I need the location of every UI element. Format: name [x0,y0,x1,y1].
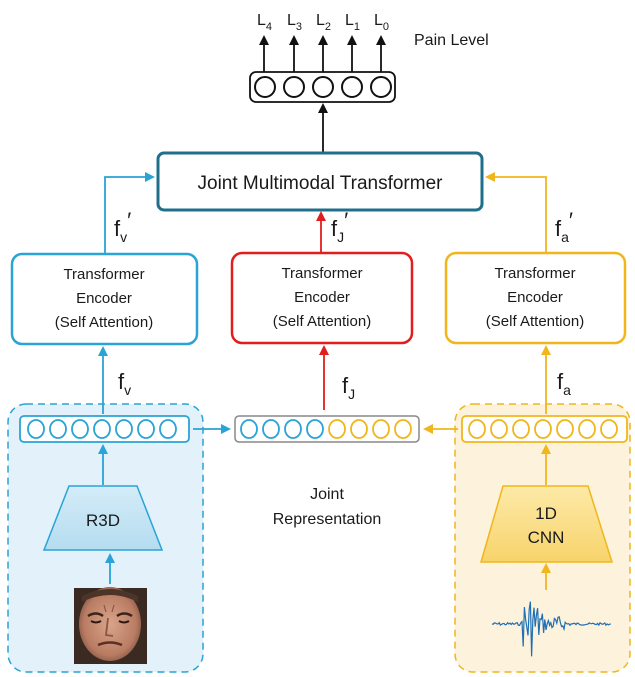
joint-encoder-line-2: Encoder [294,289,350,306]
video-feature-label: fv [118,369,131,398]
joint-transformer-label: Joint Multimodal Transformer [198,173,444,194]
feature-node [328,419,346,439]
output-level-labels: L4 L3 L2 L1 L0 [257,12,389,33]
cnn-backbone [480,485,614,563]
feature-node [372,419,390,439]
feature-node [512,419,530,439]
joint-multimodal-transformer [156,151,484,212]
video-encoder-output-label: fv′ [114,208,131,245]
joint-transformer-encoder [230,251,414,345]
waveform-trace [491,601,611,657]
audio-encoder-to-transformer-arrow [485,172,547,254]
level-label-1: L1 [345,12,360,33]
feature-node [394,419,412,439]
r3d-backbone [42,485,164,551]
feature-node [306,419,324,439]
output-node [283,76,305,98]
audio-encoder-line-1: Transformer [494,265,575,282]
feature-node [578,419,596,439]
r3d-label: R3D [86,511,120,530]
video-encoder-to-transformer-arrow [104,172,155,255]
joint-feature-vector [234,415,420,443]
feature-node [137,419,155,439]
level-label-2: L2 [316,12,331,33]
level-arrows [259,35,386,72]
output-node [370,76,392,98]
joint-feature-nodes-audio [328,419,412,439]
joint-encoder-line-1: Transformer [281,265,362,282]
level-label-3: L3 [287,12,302,33]
audio-feature-label: fa [557,369,571,398]
audio-encoder-output-label: fa′ [555,208,573,245]
feature-node [468,419,486,439]
feature-node [350,419,368,439]
joint-representation-line-2: Representation [273,511,382,528]
feature-node [240,419,258,439]
feature-node [556,419,574,439]
joint-feature-nodes-video [240,419,324,439]
video-encoder-line-3: (Self Attention) [55,314,153,331]
waveform-icon [491,601,611,657]
video-encoder-line-1: Transformer [63,266,144,283]
face-image [74,587,147,664]
joint-encoder-output-label: fJ′ [331,208,348,245]
feature-node [159,419,177,439]
feature-node [71,419,89,439]
audio-feature-nodes [468,419,618,439]
output-node [312,76,334,98]
feature-node [600,419,618,439]
level-label-4: L4 [257,12,272,33]
joint-representation-line-1: Joint [310,486,344,503]
audio-encoder-line-3: (Self Attention) [486,313,584,330]
output-node [341,76,363,98]
feature-node [490,419,508,439]
output-nodes [254,76,392,98]
feature-node [93,419,111,439]
joint-encoder-line-3: (Self Attention) [273,313,371,330]
video-encoder-line-2: Encoder [76,290,132,307]
audio-transformer-encoder [444,251,627,345]
feature-node [49,419,67,439]
cnn-label-line-1: 1D [535,504,557,523]
video-transformer-encoder [10,252,199,346]
pain-level-title: Pain Level [414,32,489,49]
joint-feature-label: fJ [342,373,355,402]
feature-node [534,419,552,439]
feature-node [115,419,133,439]
feature-node [262,419,280,439]
cnn-label-line-2: CNN [528,528,565,547]
output-node [254,76,276,98]
level-label-0: L0 [374,12,389,33]
audio-encoder-line-2: Encoder [507,289,563,306]
feature-node [27,419,45,439]
feature-node [284,419,302,439]
video-feature-nodes [27,419,177,439]
